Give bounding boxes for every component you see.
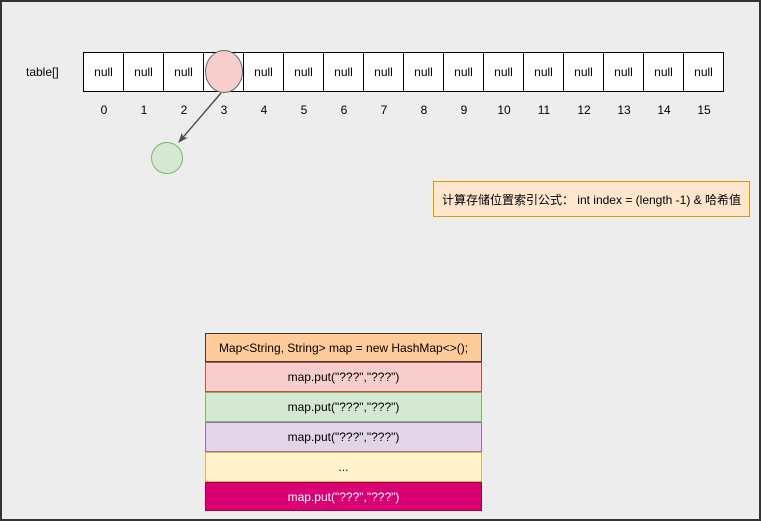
table-cell: null xyxy=(284,53,324,91)
index-label: 12 xyxy=(577,103,591,117)
index-label: 4 xyxy=(260,103,268,117)
table-cell: null xyxy=(444,53,484,91)
index-formula-annotation: 计算存储位置索引公式： int index = (length -1) & 哈希… xyxy=(433,181,750,217)
table-cell: null xyxy=(684,53,723,91)
table-cell: null xyxy=(404,53,444,91)
code-stack: Map<String, String> map = new HashMap<>(… xyxy=(205,333,482,511)
table-cell: null xyxy=(524,53,564,91)
occupied-bucket-circle xyxy=(205,50,243,93)
index-label: 11 xyxy=(537,103,551,117)
table-cell: null xyxy=(644,53,684,91)
code-row-put: map.put("???","???") xyxy=(205,392,482,422)
table-cell: null xyxy=(164,53,204,91)
index-label: 0 xyxy=(100,103,108,117)
table-cell: null xyxy=(564,53,604,91)
table-array-label: table[] xyxy=(26,65,59,79)
index-label: 14 xyxy=(657,103,671,117)
code-row-declaration: Map<String, String> map = new HashMap<>(… xyxy=(205,333,482,362)
index-label: 13 xyxy=(617,103,631,117)
index-label: 7 xyxy=(380,103,388,117)
index-label: 6 xyxy=(340,103,348,117)
code-row-ellipsis: ... xyxy=(205,452,482,482)
index-label: 3 xyxy=(220,103,228,117)
index-label: 1 xyxy=(140,103,148,117)
table-cell: null xyxy=(124,53,164,91)
table-cell: null xyxy=(244,53,284,91)
code-row-put-highlighted: map.put("???","???") xyxy=(205,482,482,511)
table-cell: null xyxy=(484,53,524,91)
index-label: 15 xyxy=(697,103,711,117)
table-cell: null xyxy=(324,53,364,91)
index-row: 0 1 2 3 4 5 6 7 8 9 10 11 12 13 14 15 xyxy=(84,102,724,119)
table-cell: null xyxy=(364,53,404,91)
index-label: 5 xyxy=(300,103,308,117)
code-row-put: map.put("???","???") xyxy=(205,362,482,392)
entry-node-circle xyxy=(151,142,183,174)
index-label: 2 xyxy=(180,103,188,117)
hash-table-bucket-row: null null null null null null null null … xyxy=(83,52,724,92)
index-label: 9 xyxy=(460,103,468,117)
index-label: 10 xyxy=(497,103,511,117)
index-label: 8 xyxy=(420,103,428,117)
code-row-put: map.put("???","???") xyxy=(205,422,482,452)
table-cell: null xyxy=(604,53,644,91)
table-cell: null xyxy=(84,53,124,91)
